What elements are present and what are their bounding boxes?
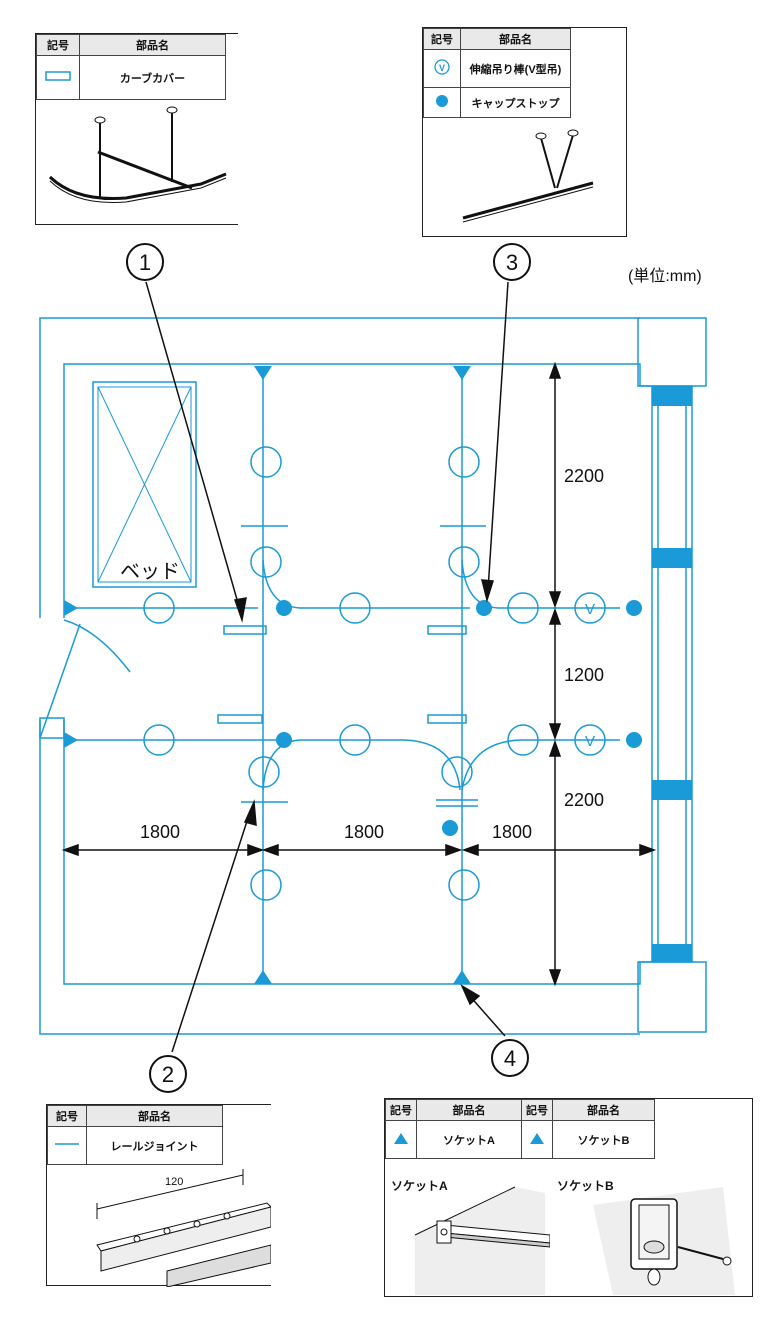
callout-3: 3 <box>506 250 518 275</box>
legend-header-code: 記号 <box>423 28 461 50</box>
rail-joint-illustration: 120 <box>96 1169 271 1287</box>
legend-header-part: 部品名 <box>552 1099 655 1121</box>
bed <box>92 381 197 588</box>
unit-label: (単位:mm) <box>628 268 702 285</box>
socket-a-symbol <box>385 1120 417 1159</box>
socket-b <box>64 600 78 616</box>
rail-curve-upper-2 <box>461 559 620 609</box>
legend-header-part: 部品名 <box>416 1099 522 1121</box>
door-post <box>39 717 65 739</box>
socket-b-label: ソケットB <box>552 1120 655 1159</box>
v-hanger-symbol: V <box>423 49 461 88</box>
socket-b-symbol <box>521 1120 553 1159</box>
cap-stop <box>276 600 292 616</box>
inner-wall <box>63 363 652 618</box>
bed-label: ベッド <box>120 561 180 583</box>
legend-header-code: 記号 <box>385 1099 417 1121</box>
cap-stop <box>626 732 642 748</box>
legend-ceiling-rod: 記号 部品名 V 伸縮吊り棒(V型吊) キャップストップ <box>422 27 627 237</box>
dim-height-3: 2200 <box>564 790 605 810</box>
v-hanger-illustration <box>462 129 594 223</box>
cap-stop-label: キャップストップ <box>460 87 571 118</box>
socket-a <box>254 970 272 984</box>
window-frame <box>651 385 693 963</box>
cap-stop-symbol <box>423 87 461 118</box>
pillar-bottom <box>637 961 707 1033</box>
dim-height-2: 1200 <box>564 665 605 685</box>
dim-width-3: 1800 <box>492 822 533 842</box>
cap-stop <box>626 600 642 616</box>
legend-header-code: 記号 <box>36 34 80 56</box>
door-swing <box>63 619 131 673</box>
inner-wall-low <box>63 720 652 985</box>
socket-a <box>453 366 471 380</box>
cap-stop <box>276 732 292 748</box>
dim-width-1: 1800 <box>140 822 181 842</box>
outer-wall-left-low <box>39 720 640 1035</box>
curve-cover-symbol <box>36 55 80 100</box>
socket-a <box>453 970 471 984</box>
pillar-top <box>637 317 707 387</box>
rail-joint-dim: 120 <box>165 1176 183 1188</box>
v-hanger-symbol-letter: V <box>439 63 445 73</box>
v-hanger-mark: V <box>585 601 595 618</box>
socket-b-caption: ソケットB <box>557 1179 614 1193</box>
curve-cover-illustration <box>48 106 227 204</box>
callout-4: 4 <box>504 1046 516 1071</box>
legend-header-part: 部品名 <box>79 34 226 56</box>
legend-header-part: 部品名 <box>460 28 571 50</box>
legend-rail-joint: 記号 部品名 レールジョイント 120 <box>46 1104 271 1287</box>
legend-sockets: 記号 部品名 記号 部品名 ソケットA ソケットB ソケットA ソケットB <box>384 1098 753 1297</box>
socket-a <box>254 366 272 380</box>
callout-2: 2 <box>162 1062 174 1087</box>
socket-b-illustration <box>593 1187 735 1295</box>
outer-wall-top <box>39 317 640 618</box>
cap-stop <box>476 600 492 616</box>
v-hanger <box>574 592 606 624</box>
curve-cover <box>223 625 267 635</box>
curve-cover-label: カーブカバー <box>79 55 226 100</box>
rail-joint-label: レールジョイント <box>86 1126 223 1165</box>
rail-curve-lower-1 <box>262 739 461 791</box>
curve-cover <box>217 714 263 724</box>
rail-curve-upper-1 <box>262 559 470 609</box>
dim-width-2: 1800 <box>344 822 385 842</box>
socket-b <box>64 732 78 748</box>
cap-stop <box>442 820 458 836</box>
curve-cover <box>427 625 467 635</box>
legend-curve-cover: 記号 部品名 カーブカバー <box>35 33 238 225</box>
v-hanger <box>574 724 606 756</box>
socket-a-caption: ソケットA <box>391 1179 448 1193</box>
legend-header-code: 記号 <box>521 1099 553 1121</box>
socket-a-illustration <box>414 1186 550 1295</box>
dim-height-1: 2200 <box>564 466 605 486</box>
v-hanger-mark: V <box>585 733 595 750</box>
socket-a-label: ソケットA <box>416 1120 522 1159</box>
rail-curve-lower-2 <box>461 739 620 791</box>
v-hanger-label: 伸縮吊り棒(V型吊) <box>460 49 571 88</box>
callout-1: 1 <box>139 250 151 275</box>
curve-cover <box>427 714 467 724</box>
legend-header-part: 部品名 <box>86 1105 223 1127</box>
rail-joint-symbol <box>47 1126 87 1165</box>
door-leaf <box>39 623 81 739</box>
legend-header-code: 記号 <box>47 1105 87 1127</box>
